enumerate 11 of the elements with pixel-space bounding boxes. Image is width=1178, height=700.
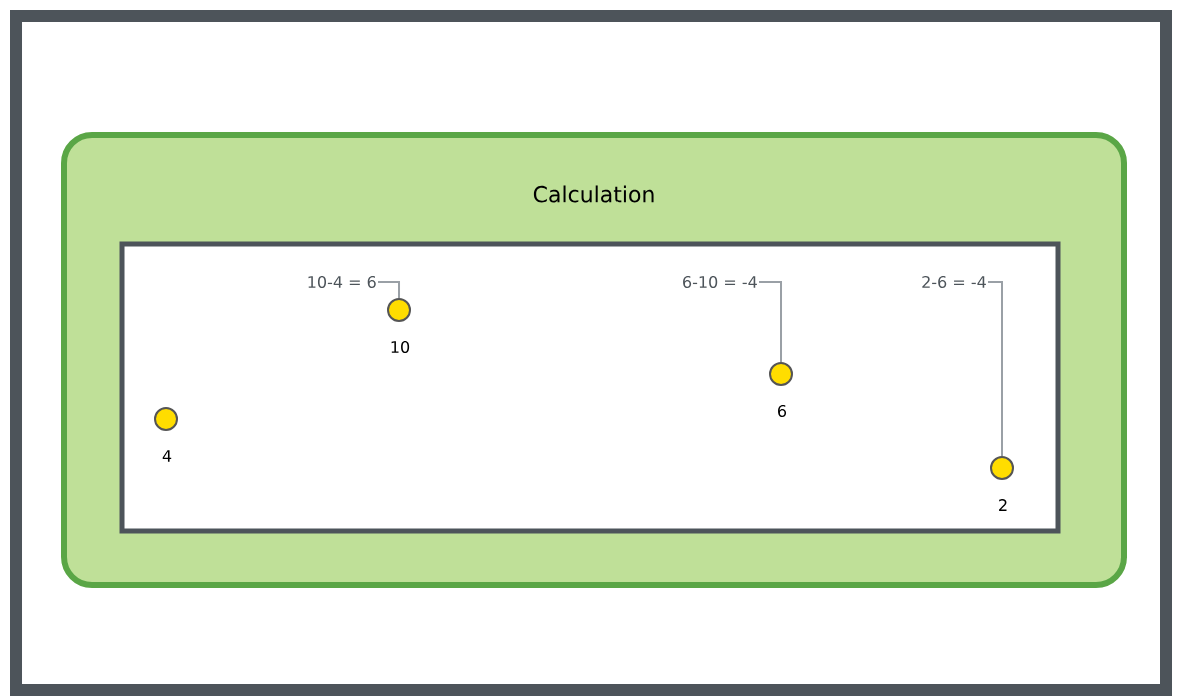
formula-text: 10-4 = 6 xyxy=(308,275,376,289)
panel-box xyxy=(119,241,1061,534)
value-label: 6 xyxy=(778,404,787,418)
value-label: 2 xyxy=(999,499,1007,511)
value-label: 4 xyxy=(162,450,172,462)
leader-line xyxy=(758,281,782,363)
formula-text: 6-10 = -4 xyxy=(683,275,757,289)
leader-line xyxy=(987,281,1003,457)
value-label: 10 xyxy=(391,340,410,354)
formula-text: 2-6 = -4 xyxy=(922,275,986,289)
leader-line xyxy=(377,281,400,299)
